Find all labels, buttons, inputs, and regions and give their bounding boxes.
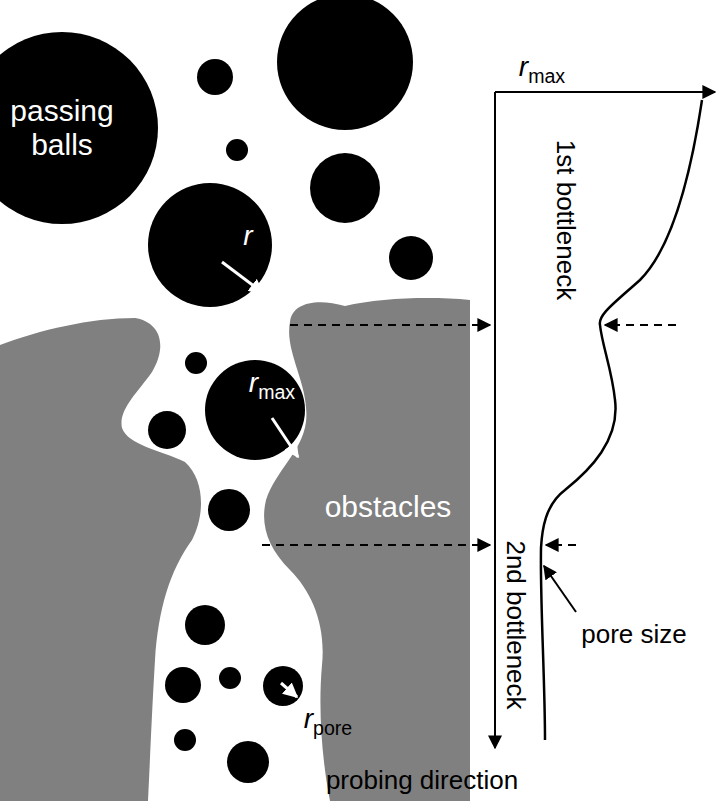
radius-label: r — [243, 222, 252, 250]
dashed-arrow — [290, 324, 490, 326]
callout-label: pore size — [581, 621, 687, 647]
obstacle-right — [264, 298, 470, 801]
axis-label: rmax — [519, 53, 565, 86]
obstacle-node: obstacles — [313, 490, 463, 525]
radius-arrow — [222, 262, 263, 293]
balls — [0, 0, 433, 783]
obstacle-left — [0, 318, 201, 801]
dashed-arrow — [605, 324, 676, 326]
dashed-arrow — [546, 544, 576, 546]
ball-node: passing balls — [2, 94, 122, 163]
axis-line — [494, 92, 496, 748]
bottleneck-label: 2nd bottleneck — [503, 540, 529, 709]
radius-label: rmax — [249, 369, 295, 402]
bottleneck-label: 1st bottleneck — [553, 140, 579, 300]
profile-curve — [541, 100, 702, 740]
radius-arrow — [272, 418, 298, 457]
node-label: obstacles — [325, 490, 452, 525]
axis-label: probing direction — [326, 767, 518, 793]
radius-arrow — [281, 683, 297, 697]
dashed-arrow — [262, 544, 490, 546]
axis-line — [495, 91, 715, 93]
leader-line — [544, 566, 576, 612]
radius-label: rpore — [304, 705, 353, 738]
node-label: passing balls — [2, 94, 122, 163]
